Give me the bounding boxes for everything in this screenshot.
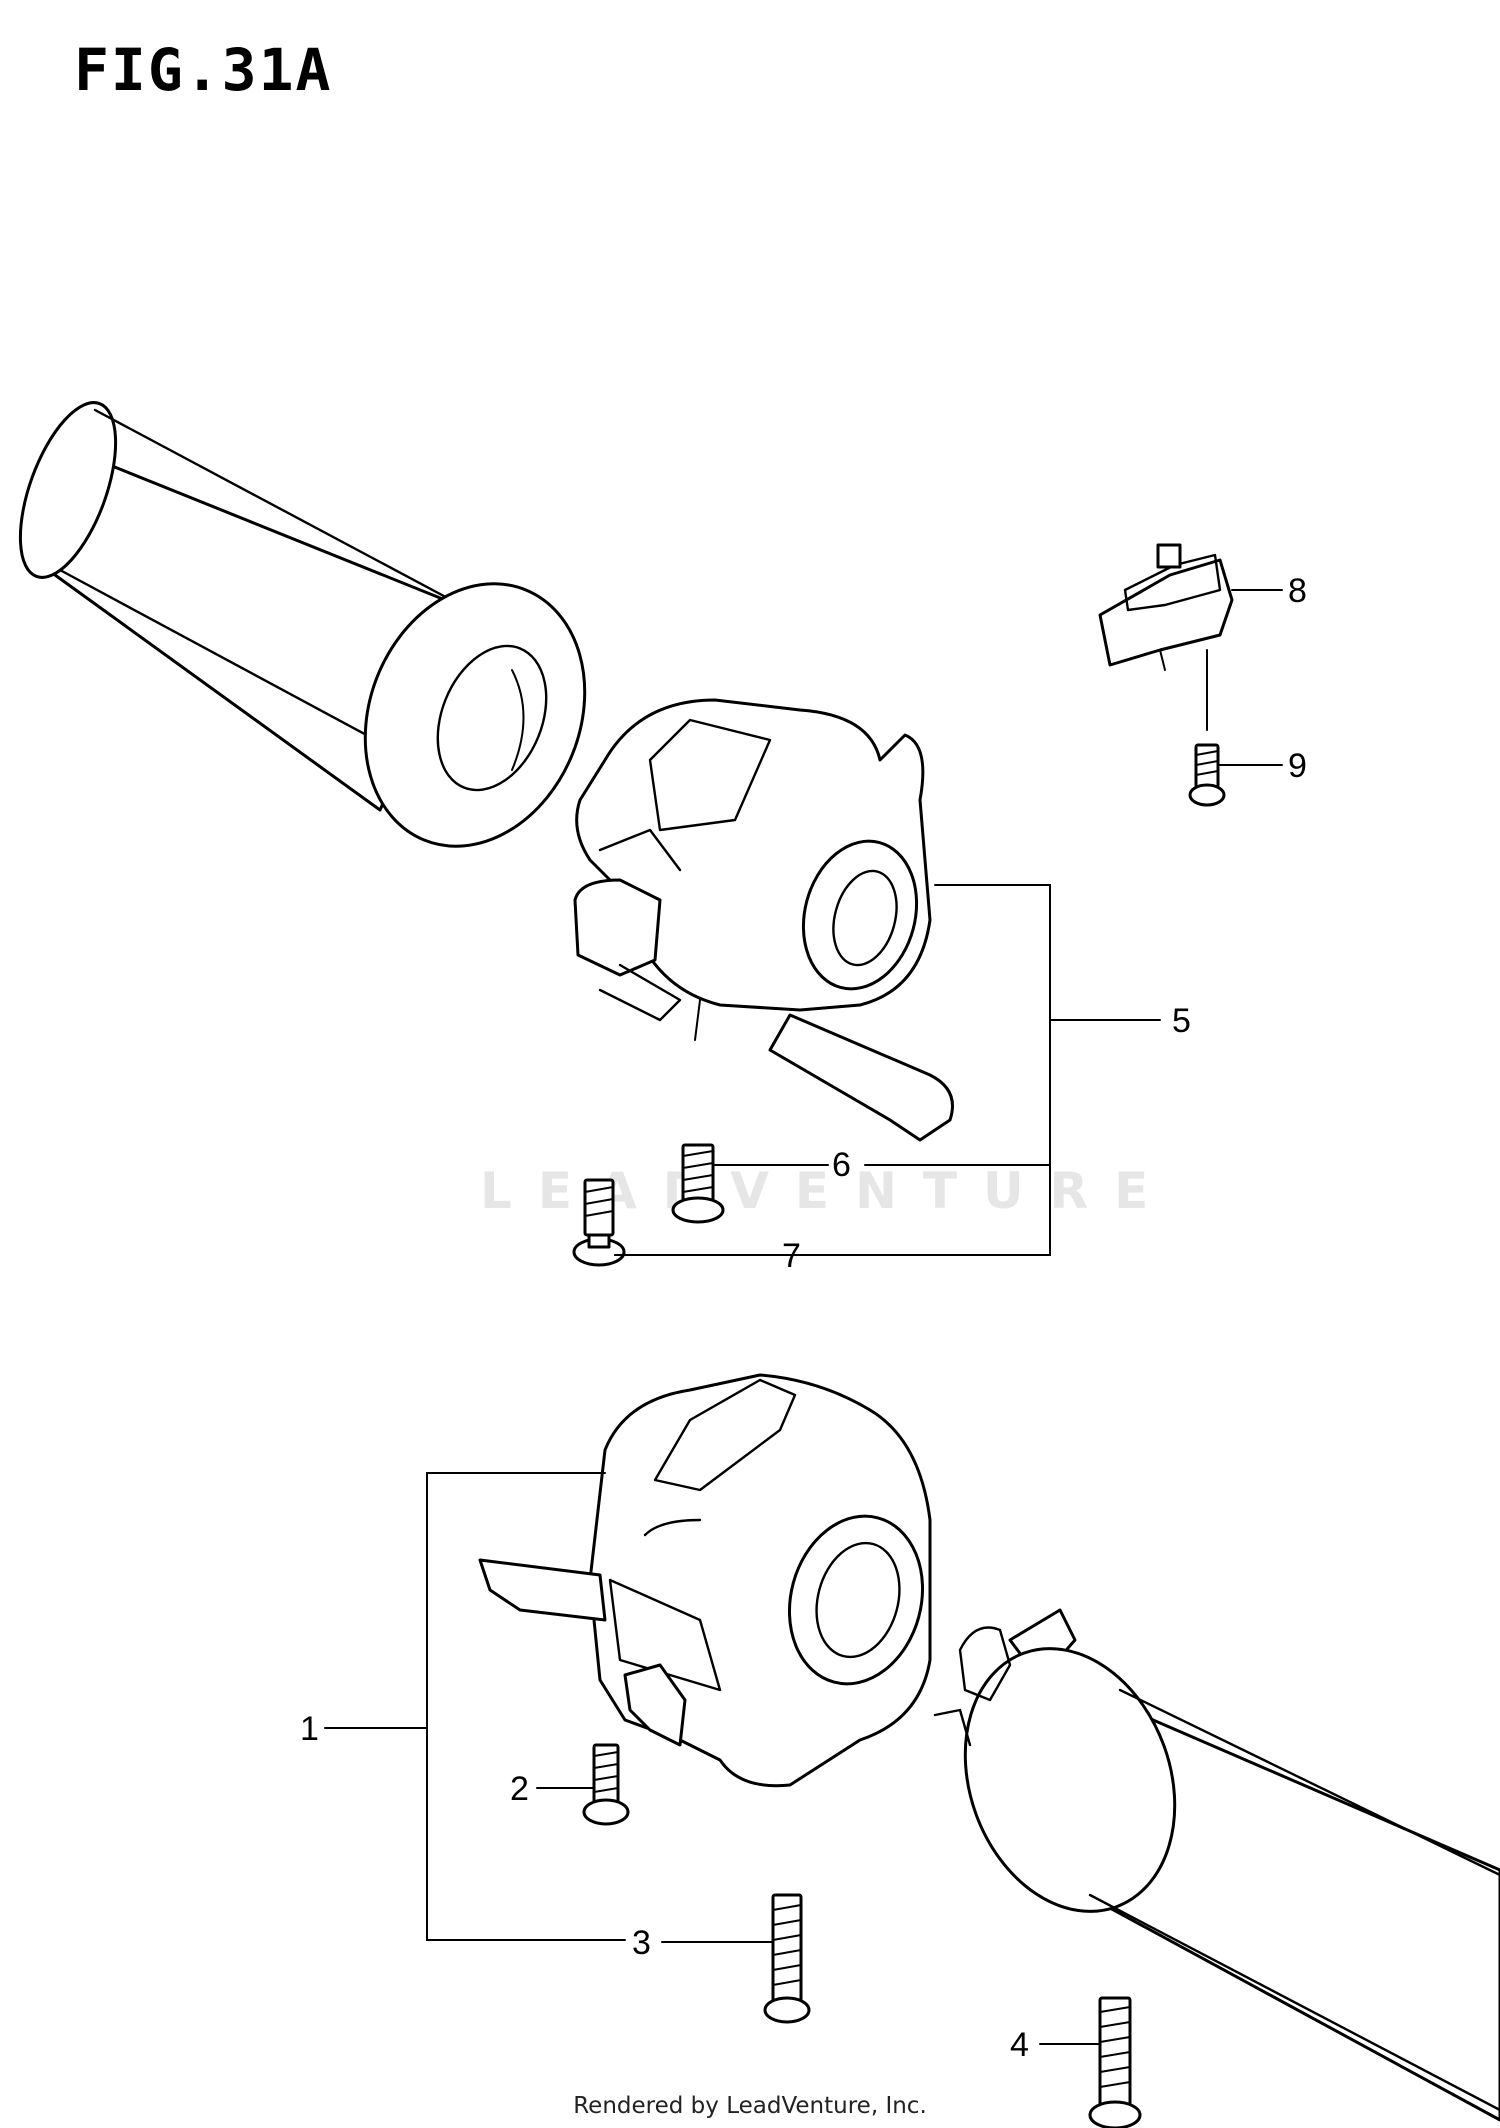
- footer-credit: Rendered by LeadVenture, Inc.: [573, 2093, 927, 2119]
- screw-9: [1188, 743, 1226, 807]
- grip-right: [933, 1608, 1500, 2122]
- callout-4: 4: [1010, 2026, 1029, 2064]
- callout-3: 3: [632, 1924, 651, 1962]
- switch-assembly-upper: [573, 698, 954, 1142]
- callout-8: 8: [1288, 572, 1307, 610]
- callout-labels: 5 6 7 8 9 1 2 3 4: [300, 572, 1307, 2064]
- screw-4: [1088, 1996, 1142, 2128]
- switch-8: [1098, 543, 1234, 671]
- leader-lines: [324, 589, 1283, 2045]
- callout-5: 5: [1172, 1002, 1191, 1040]
- grip-left: [18, 401, 587, 848]
- callout-2: 2: [510, 1770, 529, 1808]
- screw-6: [671, 1143, 725, 1224]
- callout-6: 6: [832, 1146, 851, 1184]
- screw-7: [572, 1178, 626, 1267]
- figure-title: FIG.31A: [74, 36, 333, 104]
- callout-1: 1: [300, 1710, 319, 1748]
- callout-7: 7: [782, 1237, 801, 1275]
- callout-9: 9: [1288, 747, 1307, 785]
- switch-assembly-lower: [478, 1373, 932, 1788]
- screw-3: [763, 1893, 811, 2024]
- screw-2: [582, 1743, 630, 1826]
